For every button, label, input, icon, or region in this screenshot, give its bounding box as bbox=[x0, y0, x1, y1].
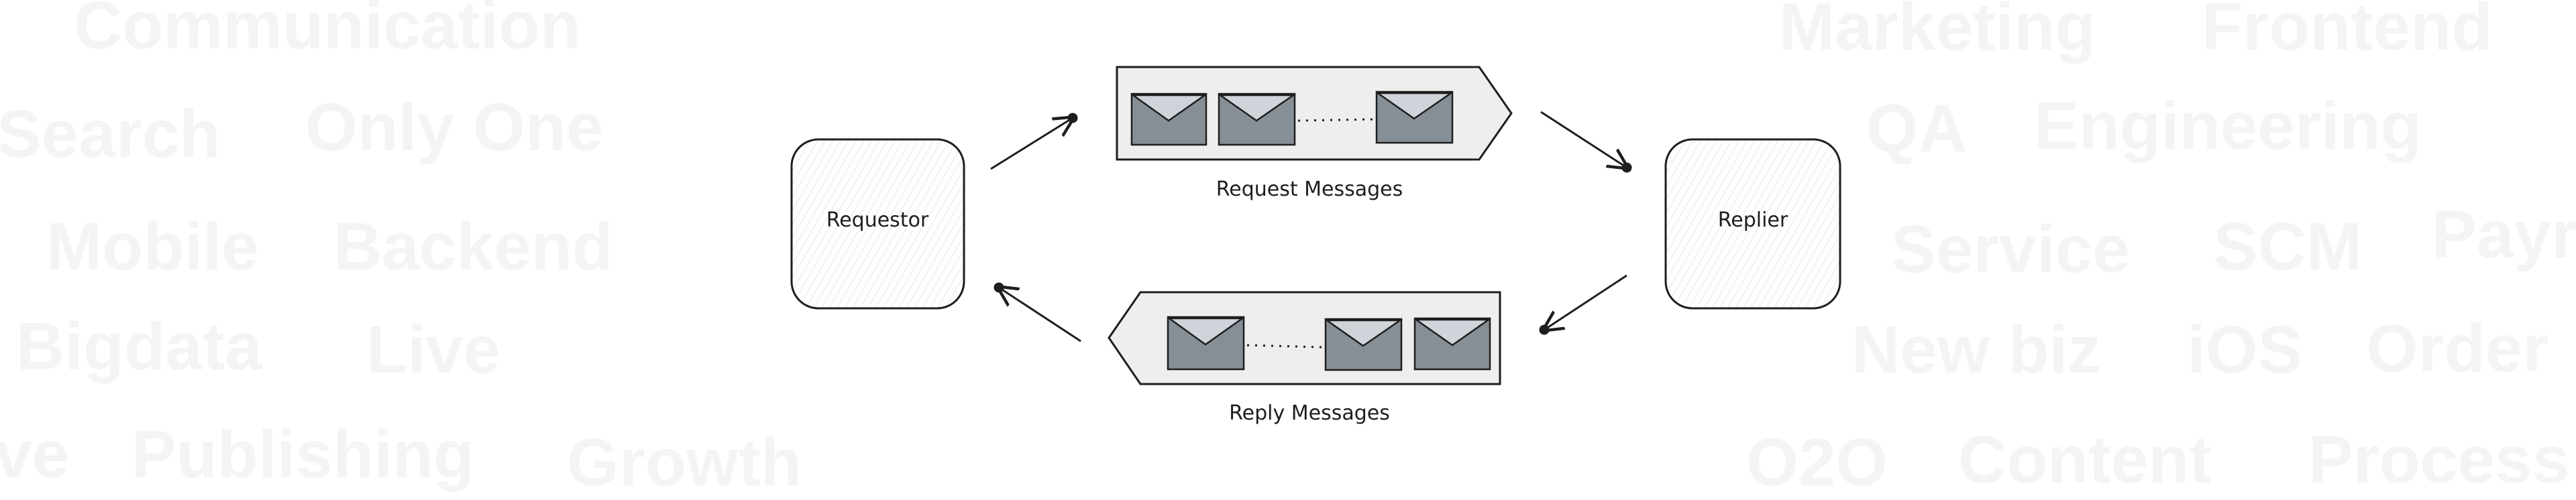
bg-word-qa: QA bbox=[1866, 91, 1967, 166]
bg-word-ve: ve bbox=[0, 417, 70, 492]
arrow-replier-to-reply-queue bbox=[1544, 274, 1627, 330]
request-messages-label: Request Messages bbox=[1216, 178, 1403, 201]
bg-word-engineering: Engineering bbox=[2034, 88, 2422, 164]
bg-word-mobile: Mobile bbox=[46, 209, 259, 284]
bg-word-search: Search bbox=[0, 97, 221, 172]
envelope-icon bbox=[1167, 316, 1245, 371]
bg-word-ios: iOS bbox=[2187, 312, 2303, 387]
requestor-node: Requestor bbox=[790, 138, 965, 310]
envelope-icon bbox=[1218, 92, 1297, 146]
bg-word-only-one: Only One bbox=[305, 90, 604, 165]
request-queue bbox=[1116, 66, 1513, 161]
envelope-icon bbox=[1375, 90, 1454, 144]
arrow-request-queue-to-replier bbox=[1540, 111, 1627, 168]
bg-word-communication: Communication bbox=[74, 0, 581, 63]
replier-node: Replier bbox=[1664, 138, 1841, 310]
reply-queue bbox=[1108, 291, 1501, 385]
bg-word-scm: SCM bbox=[2213, 209, 2363, 284]
envelope-icon bbox=[1413, 317, 1491, 371]
bg-word-live: Live bbox=[366, 312, 501, 387]
arrow-reply-queue-to-requestor bbox=[999, 288, 1081, 342]
bg-word-order: Order bbox=[2366, 311, 2549, 386]
bg-word-marketing: Marketing bbox=[1779, 0, 2096, 64]
bg-word-content: Content bbox=[1958, 422, 2212, 497]
reply-messages-label: Reply Messages bbox=[1229, 401, 1390, 425]
request-reply-diagram: Requestor Replier Request Messages bbox=[790, 66, 1841, 425]
envelope-icon bbox=[1130, 92, 1208, 146]
bg-word-payment: Payr bbox=[2432, 197, 2576, 272]
bg-word-new-biz: New biz bbox=[1851, 312, 2102, 387]
bg-word-publishing: Publishing bbox=[131, 417, 475, 492]
replier-label: Replier bbox=[1718, 208, 1788, 232]
bg-word-bigdata: Bigdata bbox=[16, 309, 262, 384]
bg-word-frontend: Frontend bbox=[2202, 0, 2493, 64]
requestor-label: Requestor bbox=[826, 208, 929, 232]
bg-word-backend: Backend bbox=[333, 209, 613, 284]
envelope-icon bbox=[1324, 318, 1403, 371]
arrow-requestor-to-request-queue bbox=[990, 118, 1073, 170]
bg-word-process: Process bbox=[2308, 422, 2570, 497]
bg-word-service: Service bbox=[1891, 212, 2130, 287]
